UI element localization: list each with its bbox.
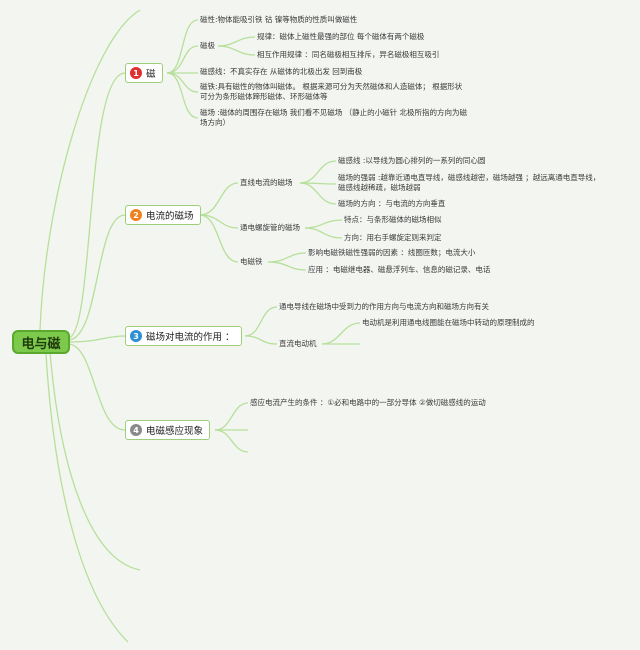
topic-number-badge: 2 — [130, 209, 142, 221]
topic-force-on-current[interactable]: 3 磁场对电流的作用 ： — [125, 326, 242, 346]
topic-item: 磁极 — [200, 41, 215, 50]
topic-magnetism[interactable]: 1 磁 — [125, 63, 163, 83]
topic-number-badge: 1 — [130, 67, 142, 79]
topic-item: 直线电流的磁场 — [240, 178, 293, 187]
root-title: 电与磁 — [21, 336, 61, 352]
topic-item: 电磁铁 — [240, 257, 263, 266]
topic-item: 磁场 :磁体的周围存在磁场 我们看不见磁场 （静止的小磁针 北极所指的方向为磁场… — [200, 108, 468, 127]
topic-item: 相互作用规律 ：同名磁极相互排斥，异名磁极相互吸引 — [257, 50, 440, 59]
topic-item: 感应电流产生的条件 ：①必和电路中的一部分导体 ②做切磁感线的运动 — [250, 398, 486, 407]
topic-item: 通电螺旋管的磁场 — [240, 223, 300, 232]
topic-item: 规律：磁体上磁性最强的部位 每个磁体有两个磁极 — [257, 32, 425, 41]
topic-item: 应用 ：电磁继电器、磁悬浮列车、信息的磁记录、电话 — [308, 265, 491, 274]
topic-item: 磁场的强弱 :越靠近通电直导线，磁感线越密，磁场越强 ；越远离通电直导线，磁感线… — [338, 173, 601, 192]
topic-title: 磁 — [146, 69, 156, 80]
topic-item: 磁性:物体能吸引铁 钴 镍等物质的性质叫做磁性 — [200, 15, 358, 24]
topic-number-badge: 3 — [130, 330, 142, 342]
topic-item: 特点：与条形磁体的磁场相似 — [344, 215, 442, 224]
topic-title: 电流的磁场 — [146, 211, 194, 222]
topic-induction[interactable]: 4 电磁感应现象 — [125, 420, 211, 440]
topic-current-field[interactable]: 2 电流的磁场 — [125, 205, 201, 225]
topic-number-badge: 4 — [130, 424, 142, 436]
topic-item: 影响电磁铁磁性强弱的因素 ：线圈匝数；电流大小 — [308, 248, 476, 257]
topic-item: 磁感线 :以导线为圆心排列的一系列的同心圆 — [338, 156, 486, 165]
topic-item: 直流电动机 — [279, 339, 317, 348]
topic-item: 磁感线：不真实存在 从磁体的北极出发 回到南极 — [200, 67, 363, 76]
topic-item: 磁场的方向 ：与电流的方向垂直 — [338, 199, 446, 208]
root-node[interactable]: 电与磁 — [12, 330, 70, 354]
topic-item: 电动机是利用通电线圈能在磁场中转动的原理制成的 — [362, 318, 535, 327]
topic-item: 方向：用右手螺旋定则来判定 — [344, 233, 442, 242]
topic-title: 电磁感应现象 — [146, 426, 204, 437]
topic-item: 磁铁:具有磁性的物体叫磁体。 根据来源可分为天然磁体和人造磁体； 根据形状可分为… — [200, 82, 463, 101]
topic-item: 通电导线在磁场中受到力的作用方向与电流方向和磁场方向有关 — [279, 302, 489, 311]
topic-title: 磁场对电流的作用 ： — [146, 332, 235, 343]
